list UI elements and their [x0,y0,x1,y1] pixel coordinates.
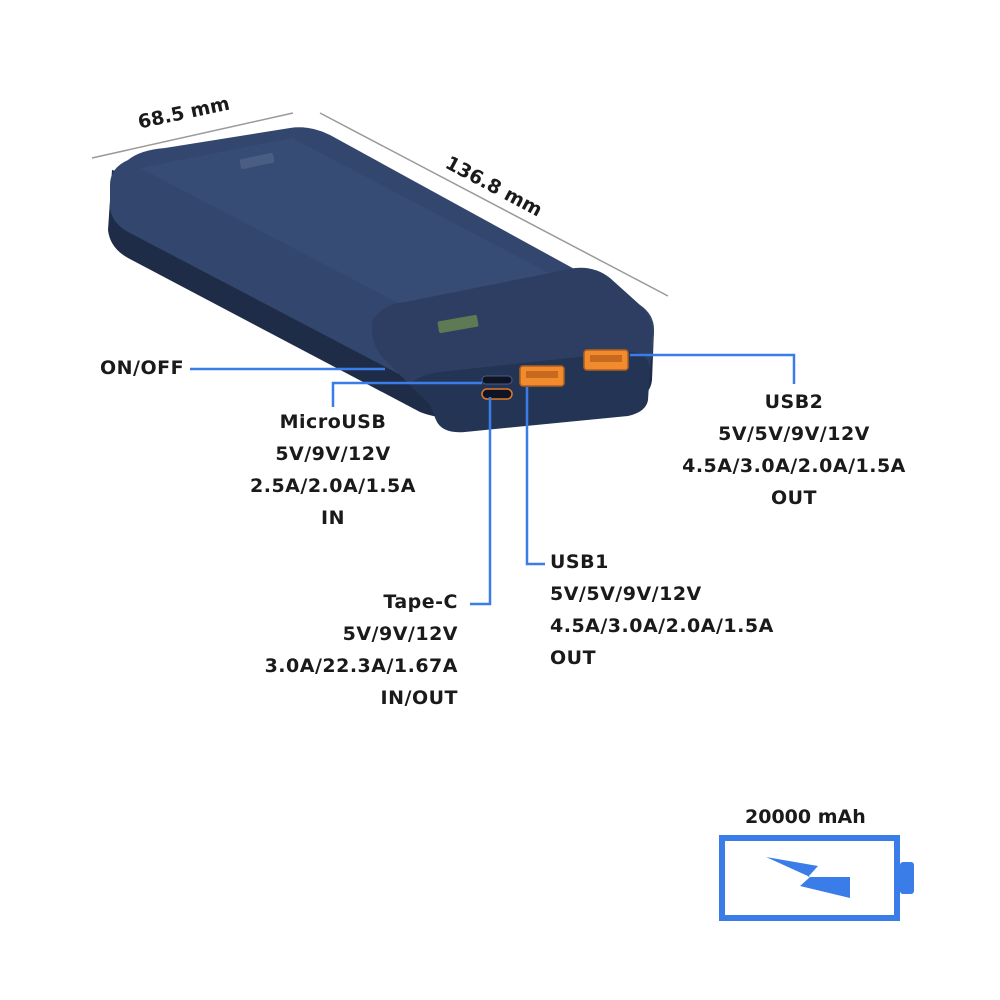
microusb-line [331,381,482,407]
top-highlight [140,138,600,330]
onoff-label: ON/OFF [100,352,184,384]
usb2-label: USB2 5V/5V/9V/12V 4.5A/3.0A/2.0A/1.5A OU… [664,386,924,514]
width-dimension-line [91,112,294,159]
typec-label: Tape-C 5V/9V/12V 3.0A/22.3A/1.67A IN/OUT [236,586,458,714]
usb2-label-line: OUT [770,487,818,509]
usb2-label-line: 4.5A/3.0A/2.0A/1.5A [682,455,906,477]
length-dimension-line [319,112,669,297]
microusb-label-line: MicroUSB [279,411,387,433]
typec-label-line: 5V/9V/12V [342,623,458,645]
usb1-label-line: USB1 [550,551,609,573]
typec-label-line: IN/OUT [380,687,458,709]
usb2-port-inner [590,355,622,362]
usb1-label-line: 4.5A/3.0A/2.0A/1.5A [550,615,774,637]
typec-port [481,388,513,400]
brand-logo [239,152,275,170]
microusb-label: MicroUSB 5V/9V/12V 2.5A/2.0A/1.5A IN [233,406,433,534]
microusb-label-line: IN [321,507,345,529]
battery-capacity-label: 20000 mAh [745,806,866,828]
usb2-line [630,353,796,384]
microusb-port [481,375,513,385]
led-display [437,314,479,334]
usb1-line [525,387,545,566]
typec-label-line: Tape-C [383,591,458,613]
onoff-label-line: ON/OFF [100,357,185,379]
usb1-label-line: 5V/5V/9V/12V [550,583,702,605]
microusb-label-line: 2.5A/2.0A/1.5A [250,475,416,497]
usb2-label-line: USB2 [764,391,824,413]
usb1-label: USB1 5V/5V/9V/12V 4.5A/3.0A/2.0A/1.5A OU… [550,546,774,674]
port-face [410,351,650,433]
usb1-port-inner [526,371,558,378]
typec-label-line: 3.0A/22.3A/1.67A [264,655,458,677]
typec-line [470,397,492,606]
usb2-label-line: 5V/5V/9V/12V [718,423,870,445]
connector-lines [190,353,796,606]
battery-charging-icon [719,835,914,921]
microusb-label-line: 5V/9V/12V [275,443,391,465]
power-bank [108,127,655,433]
usb1-label-line: OUT [550,647,597,669]
